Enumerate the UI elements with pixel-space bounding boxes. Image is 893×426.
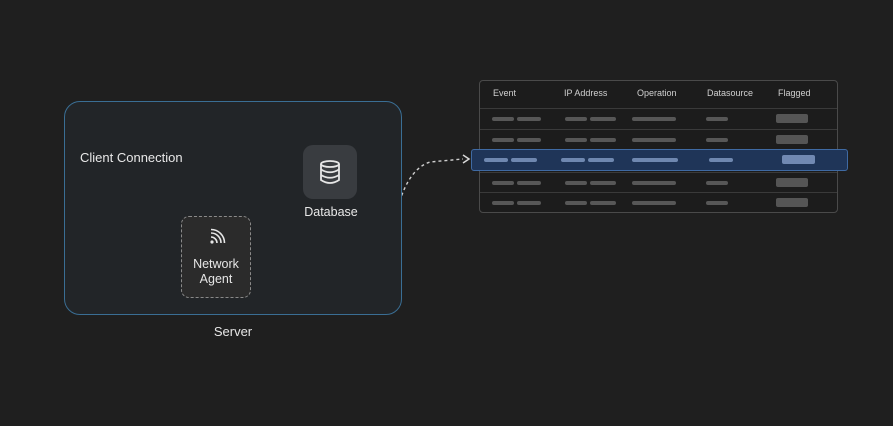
column-header-operation: Operation [637, 88, 677, 98]
cell-placeholder [492, 138, 514, 142]
column-header-flagged: Flagged [778, 88, 811, 98]
cell-placeholder [590, 117, 616, 121]
table-row[interactable] [480, 129, 837, 150]
column-header-datasource: Datasource [707, 88, 754, 98]
column-header-ip-address: IP Address [564, 88, 608, 98]
flag-placeholder [782, 155, 815, 164]
cell-placeholder [632, 181, 676, 185]
cell-placeholder [706, 117, 728, 121]
cell-placeholder [492, 117, 514, 121]
flag-placeholder [776, 135, 808, 144]
wifi-signal-icon [210, 228, 226, 244]
network-agent-box: Network Agent [181, 216, 251, 298]
table-row[interactable] [480, 192, 837, 213]
cell-placeholder [517, 138, 541, 142]
cell-placeholder [590, 181, 616, 185]
network-agent-label: Network Agent [193, 257, 239, 286]
database-icon [320, 160, 340, 184]
events-table: Event IP Address Operation Datasource Fl… [471, 80, 848, 213]
cell-placeholder [492, 201, 514, 205]
cell-placeholder [517, 201, 541, 205]
arrow-head-icon [462, 154, 471, 164]
cell-placeholder [590, 201, 616, 205]
client-connection-label: Client Connection [80, 150, 183, 165]
cell-placeholder [590, 138, 616, 142]
cell-placeholder [632, 201, 676, 205]
column-header-event: Event [493, 88, 517, 98]
cell-placeholder [706, 201, 728, 205]
server-label: Server [213, 324, 253, 339]
database-label: Database [304, 205, 358, 219]
flag-placeholder [776, 178, 808, 187]
flag-placeholder [776, 114, 808, 123]
cell-placeholder [632, 138, 676, 142]
database-tile [303, 145, 357, 199]
cell-placeholder [517, 181, 541, 185]
cell-placeholder [484, 158, 508, 162]
cell-placeholder [565, 117, 587, 121]
cell-placeholder [706, 138, 728, 142]
cell-placeholder [706, 181, 728, 185]
table-row[interactable] [480, 172, 837, 193]
cell-placeholder [565, 181, 587, 185]
cell-placeholder [561, 158, 585, 162]
table-row[interactable] [480, 108, 837, 129]
cell-placeholder [709, 158, 733, 162]
cell-placeholder [511, 158, 537, 162]
flag-placeholder [776, 198, 808, 207]
cell-placeholder [632, 158, 678, 162]
cell-placeholder [517, 117, 541, 121]
table-row-highlighted[interactable] [471, 149, 848, 171]
cell-placeholder [588, 158, 614, 162]
cell-placeholder [632, 117, 676, 121]
cell-placeholder [492, 181, 514, 185]
cell-placeholder [565, 201, 587, 205]
cell-placeholder [565, 138, 587, 142]
